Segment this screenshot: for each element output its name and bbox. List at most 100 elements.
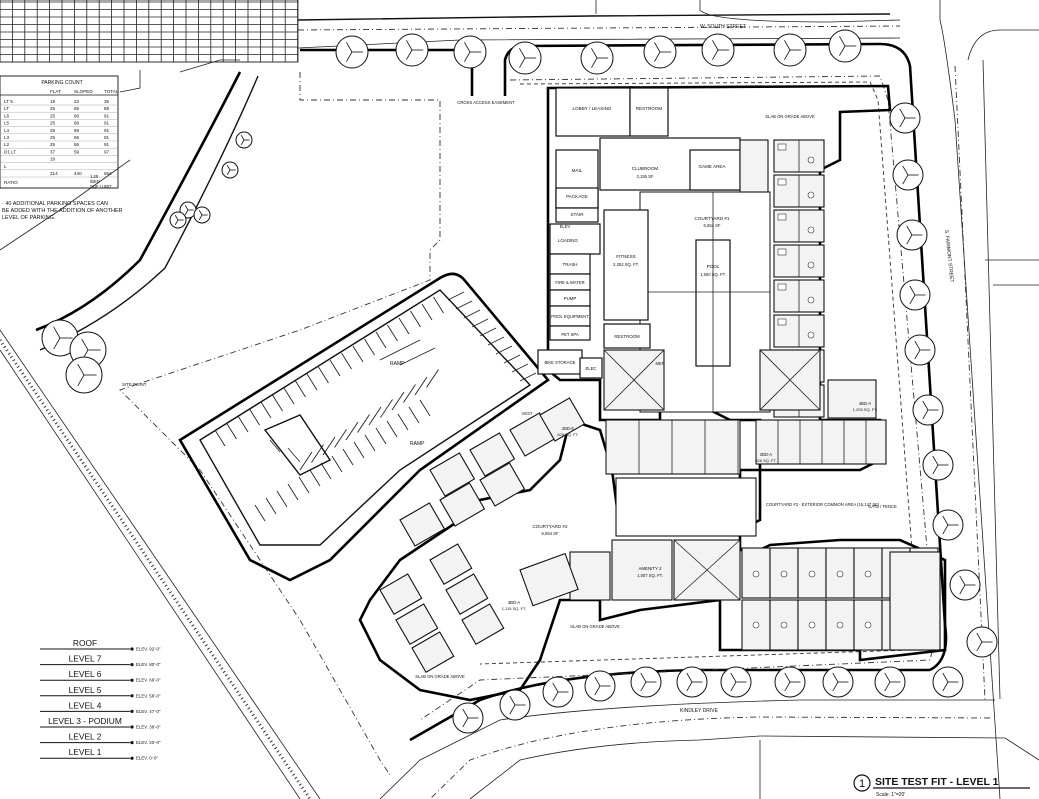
parking-cell: 25 [50, 142, 56, 147]
parking-cell: 25 [50, 113, 56, 118]
parking-cell: 91 [104, 135, 110, 140]
parking-cell: 91 [104, 121, 110, 126]
tree-icon [335, 35, 369, 69]
parking-cell: 18 [50, 99, 56, 104]
label-slab-left: SLAB ON GRADE ABOVE [415, 674, 465, 679]
drawing-title: SITE TEST FIT - LEVEL 1 [875, 776, 999, 788]
tree-icon [899, 279, 931, 311]
label-courtyard3: COURTYARD #3 - EXTERIOR COMMON AREA (16,… [766, 502, 880, 507]
label-fitness: FITNESS [616, 254, 635, 259]
label-unit-b-area: 826 SQ. FT. [755, 458, 776, 463]
parking-cell: 91 [104, 113, 110, 118]
elevation-name: LEVEL 5 [69, 685, 102, 695]
label-courtyard1-area: 6,554 SF [704, 223, 721, 228]
parking-cell: LT 5 [4, 99, 13, 104]
label-unit-c: 3BD-A [508, 600, 521, 605]
label-unit-a: 4BD-A [859, 401, 872, 406]
label-mail: MAIL [572, 168, 583, 173]
tree-icon [773, 33, 807, 67]
label-clubroom: CLUBROOM [632, 166, 659, 171]
label-bike-storage: BIKE STORAGE [544, 360, 575, 365]
tree-icon [874, 666, 906, 698]
tree-icon [395, 33, 429, 67]
tree-icon [701, 33, 735, 67]
parking-ratio-value: /BED [90, 179, 100, 184]
elevation-name: LEVEL 2 [69, 732, 102, 742]
parking-cell: 25 [50, 128, 56, 133]
label-loading: LOADING [558, 238, 578, 243]
elevation-name: LEVEL 4 [69, 700, 102, 710]
street-bottom-label: KINDLEY DRIVE [680, 708, 719, 714]
parking-cell: 88 [104, 106, 110, 111]
tree-icon [922, 449, 954, 481]
label-trash: TRASH [563, 262, 578, 267]
label-restroom-mid: RESTROOM [614, 334, 640, 339]
label-mep: MEP [655, 361, 664, 366]
tree-icon [169, 211, 187, 229]
parking-header-cell: FLAT [50, 89, 61, 94]
label-amenity2-area: 1,007 SQ. FT. [637, 573, 663, 578]
label-elev: ELEV [560, 224, 571, 229]
label-pet-spa: PET SPA [561, 332, 579, 337]
label-site-point: SITE POINT [122, 382, 147, 387]
tree-icon [822, 666, 854, 698]
elevation-value: ELEV. 58'-0" [136, 693, 161, 698]
label-elec: ELEC [586, 366, 597, 371]
parking-header-cell: TOTAL [104, 89, 119, 94]
parking-cell: L3 [4, 135, 10, 140]
tree-icon [932, 509, 964, 541]
drawing-scale: Scale: 1"=20' [876, 792, 905, 798]
parking-cell: 25 [50, 135, 56, 140]
tree-icon [720, 666, 752, 698]
parking-cell: 66 [74, 121, 80, 126]
parking-cell: 91 [104, 128, 110, 133]
label-slab-bottom: SLAB ON GRADE ABOVE [570, 624, 620, 629]
label-fire-water: FIRE & WATER [555, 280, 584, 285]
tree-icon [643, 35, 677, 69]
tree-icon [904, 334, 936, 366]
drawing-number: 1 [859, 778, 865, 790]
label-unit-b: 2BD-A [760, 452, 773, 457]
label-pump: PUMP [564, 296, 577, 301]
label-pool: POOL [707, 264, 720, 269]
tree-icon [912, 394, 944, 426]
ramp-label-b: RAMP [410, 441, 425, 447]
elevation-value: ELEV. 0'-0" [136, 756, 158, 761]
label-fitness-area: 2,252 SQ. FT. [613, 262, 639, 267]
elevation-row: LEVEL 5 ELEV. 58'-0" [40, 685, 161, 698]
label-lobby: LOBBY / LEASING [573, 106, 612, 111]
parking-count-title: PARKING COUNT [41, 80, 82, 86]
tree-icon [193, 206, 211, 224]
parking-cell: 65 [74, 106, 80, 111]
label-stair: STAIR [570, 212, 584, 217]
parking-cell: L2 [4, 142, 10, 147]
label-gate-fence: GATE / FENCE [868, 504, 897, 509]
parking-cell: 91 [104, 142, 110, 147]
parking-cell: L [4, 164, 7, 169]
elevation-name: LEVEL 7 [69, 654, 102, 664]
elevation-value: ELEV. 80'-0" [136, 662, 161, 667]
parking-garage: RAMP RAMP [178, 272, 550, 582]
drawing-number-circle [853, 774, 871, 792]
parking-ratio-value: SQF / UNIT [90, 184, 112, 189]
elevation-value: ELEV. 69'-0" [136, 678, 161, 683]
parking-cell: 19 [50, 157, 56, 162]
label-slab-top: SLAB ON GRADE ABOVE [765, 114, 815, 119]
parking-cell: 654 [104, 171, 112, 176]
parking-cell: 59 [74, 149, 80, 154]
label-courtyard2: COURTYARD #2 [532, 524, 568, 529]
label-unit-studio-area: 625 SQ. FT. [557, 432, 578, 437]
elevation-value: ELEV. 36'-0" [136, 725, 161, 730]
street-right-label: S. FAIRMONT STREET [943, 230, 955, 283]
parking-cell: 25 [50, 106, 56, 111]
tree-icon [630, 666, 662, 698]
tree-icon [542, 676, 574, 708]
tree-icon [235, 131, 253, 149]
label-pool-equipment: POOL EQUIPMENT [551, 314, 589, 319]
parking-cell: 97 [104, 149, 110, 154]
elevation-name: ROOF [73, 638, 97, 648]
street-top-label: W. SOUTH STREET [700, 24, 746, 30]
